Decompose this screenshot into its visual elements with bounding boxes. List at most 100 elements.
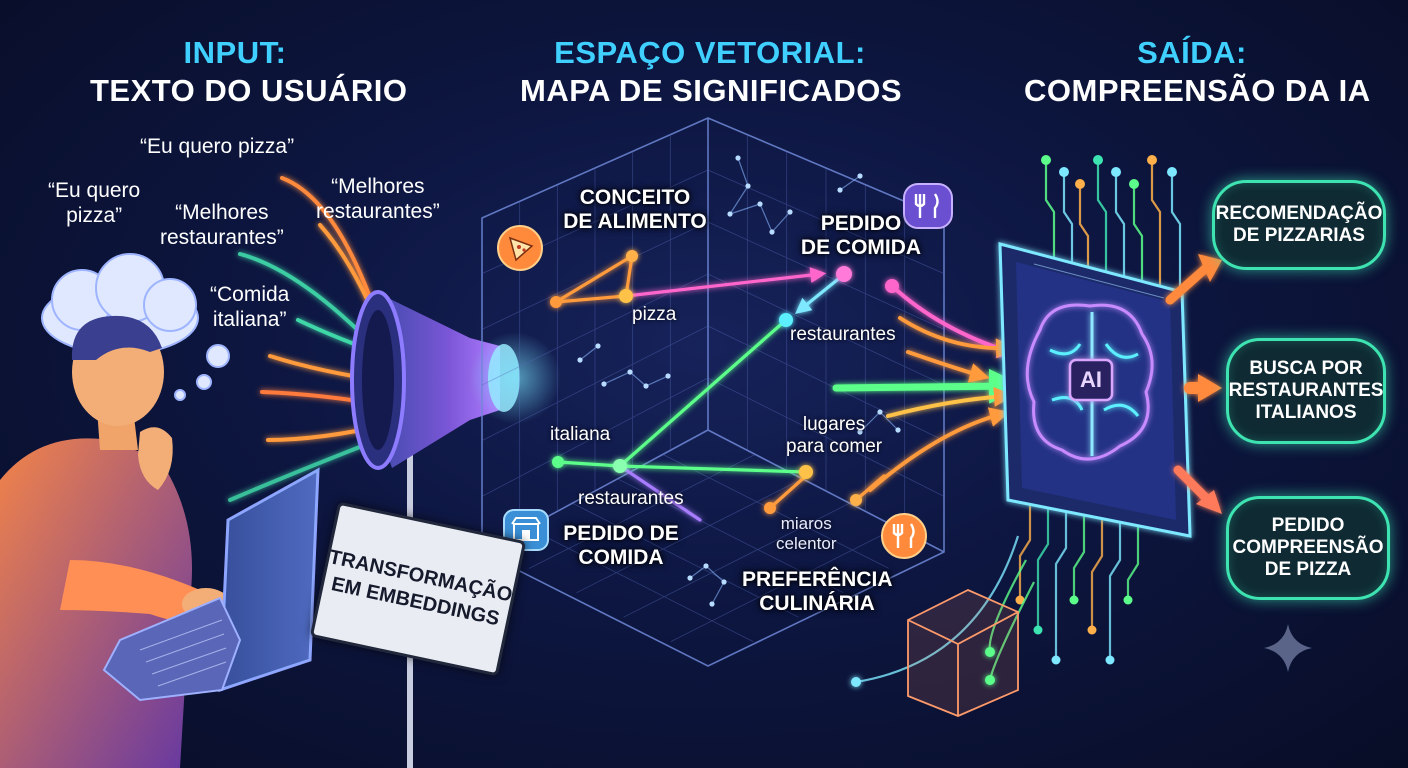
- constellation-dot: [857, 429, 863, 435]
- quote-line: “Eu quero: [48, 179, 141, 202]
- constellation-line: [629, 371, 647, 387]
- circuit-trace: [1090, 512, 1104, 630]
- constellations: [577, 155, 901, 607]
- constellation-dot: [709, 601, 715, 607]
- output-line: COMPREENSÃO: [1232, 537, 1384, 558]
- constellation-dot: [595, 343, 601, 349]
- circuit-nodes-low: [851, 647, 995, 687]
- concept-line: CULINÁRIA: [759, 592, 875, 615]
- circuit-node: [1041, 155, 1051, 165]
- concept-line: DE COMIDA: [800, 236, 922, 259]
- concept-pedido-comida-bottom: PEDIDO DE COMIDA: [556, 522, 686, 570]
- constellation-dot: [703, 563, 709, 569]
- circuit-trace: [1150, 160, 1162, 294]
- pizza-icon: [497, 225, 543, 271]
- grid-line: [576, 478, 803, 594]
- constellation-dot: [787, 209, 793, 215]
- glass-box: [907, 589, 1019, 717]
- output-busca-restaurantes-italianos: BUSCA POR RESTAURANTES ITALIANOS: [1226, 338, 1386, 444]
- circuit-trace: [1170, 172, 1182, 298]
- concept-line: DE ALIMENTO: [563, 210, 707, 233]
- quote-line: restaurantes”: [160, 226, 284, 249]
- circuit-node: [1059, 167, 1069, 177]
- output-line: RESTAURANTES: [1228, 380, 1384, 401]
- constellation-line: [603, 371, 631, 385]
- constellation-line: [859, 411, 881, 433]
- quote-line: restaurantes”: [316, 200, 440, 223]
- word-line: miaros: [780, 514, 832, 533]
- output-line: ITALIANOS: [1255, 402, 1357, 423]
- quote-comida-italiana: “Comida italiana”: [210, 282, 289, 332]
- constellation-line: [759, 203, 773, 233]
- quote-line: pizza”: [66, 204, 123, 227]
- circuit-node: [1033, 625, 1043, 635]
- quote-line: “Melhores: [331, 175, 425, 198]
- quote-eu-quero-pizza-1: “Eu quero pizza”: [140, 134, 294, 159]
- circuit-trace: [1062, 172, 1074, 274]
- grid-line: [707, 325, 945, 442]
- quote-line: “Comida: [210, 283, 290, 306]
- constellation-dot: [895, 427, 901, 433]
- constellation-line: [729, 203, 761, 215]
- circuit-node: [1111, 167, 1121, 177]
- circuit-trace: [988, 581, 1035, 681]
- header-output-line1: SAÍDA:: [1137, 35, 1247, 70]
- constellation-dot: [757, 201, 763, 207]
- semantic-nodes: [550, 250, 899, 514]
- fork-knife-icon: [903, 183, 953, 229]
- constellation-line: [771, 211, 791, 233]
- circuit-node: [1123, 595, 1133, 605]
- circuit-node: [1093, 155, 1103, 165]
- quote-line: “Melhores: [175, 201, 269, 224]
- quote-line: italiana”: [212, 308, 287, 331]
- constellation-dot: [627, 369, 633, 375]
- circuit-trace: [1078, 184, 1090, 278]
- circuit-trace: [1132, 184, 1144, 290]
- cube-grid: [481, 134, 945, 642]
- quote-eu-quero-pizza-2: “Eu quero pizza”: [48, 178, 140, 228]
- concept-alimento: CONCEITO DE ALIMENTO: [560, 186, 710, 234]
- circuit-trace: [1018, 500, 1032, 600]
- constellation-dot: [769, 229, 775, 235]
- grid-line: [572, 502, 799, 618]
- header-space-line2: MAPA DE SIGNIFICADOS: [520, 73, 903, 108]
- circuit-node: [1087, 625, 1097, 635]
- output-pedido-compreensao-pizza: PEDIDO COMPREENSÃO DE PIZZA: [1226, 496, 1390, 600]
- constellation-dot: [745, 183, 751, 189]
- concept-line: PREFERÊNCIA: [742, 568, 893, 591]
- constellation-dot: [721, 579, 727, 585]
- constellation-dot: [837, 187, 843, 193]
- word-pizza: pizza: [632, 304, 677, 325]
- constellation-line: [579, 345, 599, 361]
- circuit-node: [1069, 595, 1079, 605]
- constellation-line: [839, 175, 861, 191]
- circuit-trace: [1096, 160, 1108, 282]
- word-miaros-celentor: miaros celentor: [776, 514, 836, 554]
- constellation-dot: [643, 383, 649, 389]
- output-line: RECOMENDAÇÃO: [1215, 203, 1383, 224]
- output-recomendacao-pizzarias: RECOMENDAÇÃO DE PIZZARIAS: [1212, 180, 1386, 270]
- circuit-node: [1015, 595, 1025, 605]
- output-line: DE PIZZA: [1264, 559, 1352, 580]
- header-output-line2: COMPREENSÃO DA IA: [1024, 73, 1371, 108]
- circuit-trace: [1044, 160, 1056, 270]
- constellation-dot: [857, 173, 863, 179]
- grid-line: [481, 221, 709, 330]
- concept-line: COMIDA: [578, 546, 664, 569]
- grid-line: [623, 502, 850, 618]
- header-input-line2: TEXTO DO USUÁRIO: [90, 73, 408, 108]
- concept-line: PEDIDO DE: [563, 522, 679, 545]
- word-restaurantes-top: restaurantes: [790, 324, 896, 345]
- word-line: lugares: [802, 414, 866, 435]
- constellation-dot: [877, 409, 883, 415]
- quote-melhores-restaurantes-2: “Melhores restaurantes”: [316, 174, 440, 224]
- grid-line: [481, 325, 709, 442]
- concept-line: PEDIDO: [820, 212, 902, 235]
- grid-line: [529, 454, 756, 569]
- constellation-dot: [727, 211, 733, 217]
- constellation-line: [737, 157, 749, 187]
- header-input: INPUT: TEXTO DO USUÁRIO: [90, 34, 408, 110]
- ai-chip-label: AI: [1080, 367, 1102, 392]
